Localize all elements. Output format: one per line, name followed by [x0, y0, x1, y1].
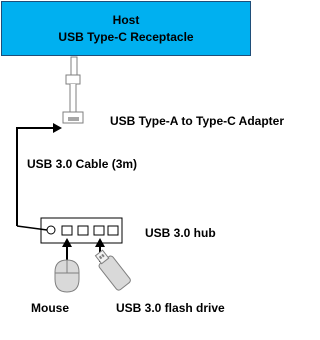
type-c-adapter-icon [62, 56, 84, 124]
adapter-label: USB Type-A to Type-C Adapter [110, 114, 285, 128]
mouse-connection-arrow [62, 238, 72, 262]
cable-label: USB 3.0 Cable (3m) [27, 157, 138, 171]
connection-diagram [16, 56, 131, 293]
mouse-icon [54, 259, 80, 293]
flash-drive-label: USB 3.0 flash drive [116, 301, 225, 315]
hub-label: USB 3.0 hub [145, 226, 216, 240]
mouse-label: Mouse [31, 301, 70, 315]
host-title: Host [112, 12, 140, 27]
host-subtitle: USB Type-C Receptacle [58, 29, 194, 44]
host-box: Host USB Type-C Receptacle [1, 1, 251, 56]
usb-hub-icon [16, 217, 123, 244]
usb-cable-line [16, 123, 62, 226]
flash-drive-icon [94, 249, 131, 291]
